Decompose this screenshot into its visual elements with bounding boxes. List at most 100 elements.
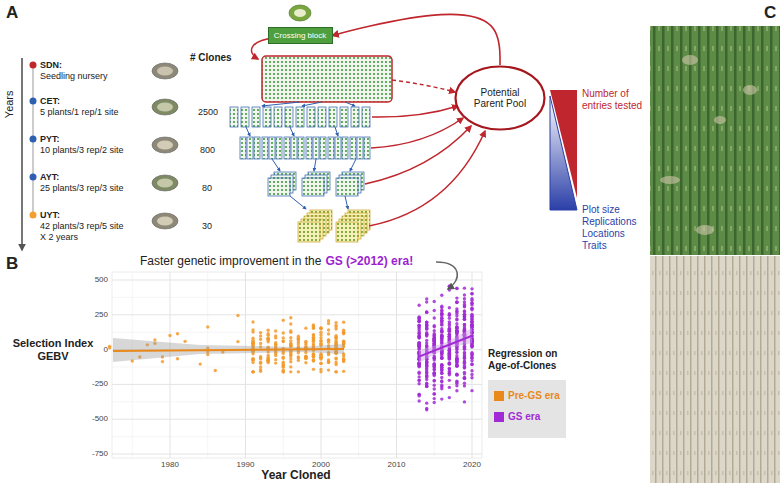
data-point <box>455 357 458 360</box>
data-point <box>319 370 322 373</box>
photo-detail <box>157 103 173 112</box>
stage-arrow <box>365 126 471 184</box>
data-point <box>433 316 436 319</box>
data-point <box>470 292 473 295</box>
bare-patch <box>714 116 726 124</box>
data-point <box>417 375 420 378</box>
advance-arrow <box>290 127 294 136</box>
data-point <box>463 377 466 380</box>
data-point <box>282 362 285 365</box>
data-point <box>425 310 428 313</box>
data-point <box>236 340 239 343</box>
legend-box: Pre-GS eraGS era <box>488 380 566 438</box>
data-point <box>236 314 239 317</box>
data-point <box>440 363 443 366</box>
data-point <box>425 366 428 369</box>
data-point <box>433 379 436 382</box>
data-point <box>417 378 420 381</box>
data-point <box>448 367 451 370</box>
data-point <box>297 337 300 340</box>
data-point <box>342 370 345 373</box>
data-point <box>425 327 428 330</box>
data-point <box>433 387 436 390</box>
tick-label: 500 <box>78 275 108 284</box>
data-point <box>463 400 466 403</box>
data-point <box>455 325 458 328</box>
grid-line <box>112 419 482 420</box>
data-point <box>463 286 466 289</box>
data-point <box>319 362 322 365</box>
legend-title: Regression on Age-of-Clones <box>488 348 568 371</box>
data-point <box>289 331 292 334</box>
scale-note: Replications <box>582 216 636 228</box>
data-point <box>259 361 262 364</box>
data-point <box>319 355 322 358</box>
plot <box>230 107 238 127</box>
grid-line <box>112 314 482 315</box>
data-point <box>259 338 262 341</box>
data-point <box>251 341 254 344</box>
data-point <box>455 287 458 290</box>
data-point <box>463 325 466 328</box>
data-point <box>470 389 473 392</box>
data-point <box>433 384 436 387</box>
data-point <box>455 301 458 304</box>
data-point <box>463 297 466 300</box>
data-point <box>312 368 315 371</box>
data-point <box>455 322 458 325</box>
data-point <box>440 379 443 382</box>
scale-note: Locations <box>582 228 625 240</box>
data-point <box>433 397 436 400</box>
grid-line <box>132 272 133 458</box>
advance-arrow <box>335 127 338 136</box>
data-point <box>440 294 443 297</box>
data-point <box>417 325 420 328</box>
data-point <box>282 340 285 343</box>
data-point <box>448 313 451 316</box>
data-point <box>282 366 285 369</box>
data-point <box>448 333 451 336</box>
plot <box>318 107 326 127</box>
data-point <box>463 382 466 385</box>
data-point <box>433 392 436 395</box>
confidence-band <box>113 338 344 362</box>
legend-item: GS era <box>494 411 560 422</box>
data-point <box>455 389 458 392</box>
data-point <box>433 339 436 342</box>
data-point <box>425 378 428 381</box>
plot <box>285 107 293 127</box>
data-point <box>342 320 345 323</box>
data-point <box>327 360 330 363</box>
data-point <box>168 334 171 337</box>
data-point <box>425 311 428 314</box>
data-point <box>470 292 473 295</box>
photo-detail <box>157 179 173 188</box>
plot-panel <box>112 272 482 458</box>
data-point <box>440 329 443 332</box>
confidence-band <box>419 328 472 363</box>
data-point <box>440 309 443 312</box>
scatter-points <box>108 285 474 412</box>
stage-description: 42 plants/3 rep/5 site <box>40 221 124 231</box>
plot <box>362 107 370 127</box>
data-point <box>342 331 345 334</box>
data-point <box>470 353 473 356</box>
tick-label: -500 <box>78 414 108 423</box>
data-point <box>463 371 466 374</box>
plot <box>307 107 315 127</box>
data-point <box>251 342 254 345</box>
data-point <box>433 401 436 404</box>
feedback-arrow <box>333 14 501 65</box>
data-point <box>448 379 451 382</box>
data-point <box>417 332 420 335</box>
data-point <box>470 373 473 376</box>
scale-note: Number of entries tested <box>582 88 646 111</box>
data-point <box>108 346 111 349</box>
data-point <box>470 344 473 347</box>
data-point <box>259 370 262 373</box>
data-point <box>433 309 436 312</box>
data-point <box>425 310 428 313</box>
data-point <box>425 361 428 364</box>
advance-arrow <box>345 102 355 106</box>
